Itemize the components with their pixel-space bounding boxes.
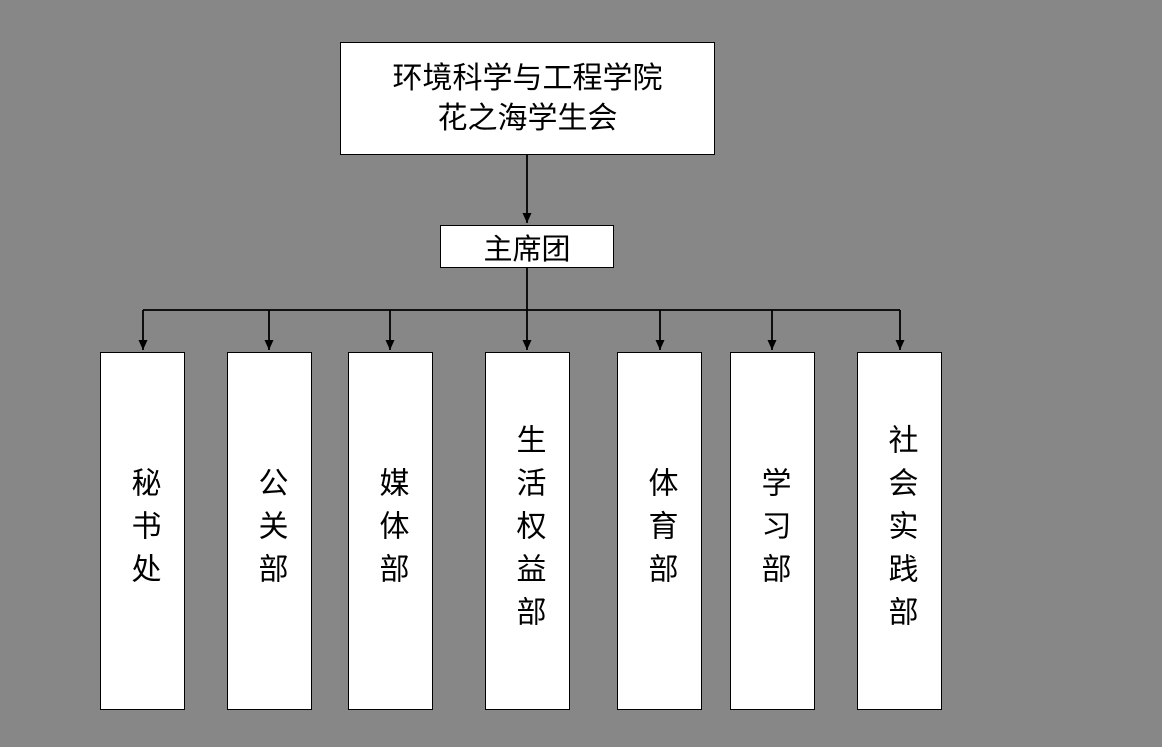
- dept-label-media: 媒体部: [374, 466, 408, 596]
- presidium-label: 主席团: [483, 233, 571, 266]
- root-title-line1: 环境科学与工程学院: [392, 61, 663, 95]
- dept-box-sports: 体育部: [617, 352, 702, 710]
- dept-box-public-relations: 公关部: [227, 352, 312, 710]
- dept-label-sports: 体育部: [643, 466, 677, 596]
- dept-label-social-practice: 社会实践部: [883, 423, 917, 639]
- dept-box-secretariat: 秘书处: [100, 352, 185, 710]
- root-title-line2: 花之海学生会: [437, 101, 618, 135]
- dept-box-media: 媒体部: [348, 352, 433, 710]
- presidium-box: 主席团: [440, 225, 614, 268]
- root-box: 环境科学与工程学院 花之海学生会: [340, 42, 715, 155]
- dept-label-secretariat: 秘书处: [126, 466, 160, 596]
- dept-label-public-relations: 公关部: [253, 466, 287, 596]
- dept-box-study: 学习部: [730, 352, 815, 710]
- dept-box-life-rights: 生活权益部: [485, 352, 570, 710]
- dept-box-social-practice: 社会实践部: [857, 352, 942, 710]
- dept-label-life-rights: 生活权益部: [511, 423, 545, 639]
- dept-label-study: 学习部: [756, 466, 790, 596]
